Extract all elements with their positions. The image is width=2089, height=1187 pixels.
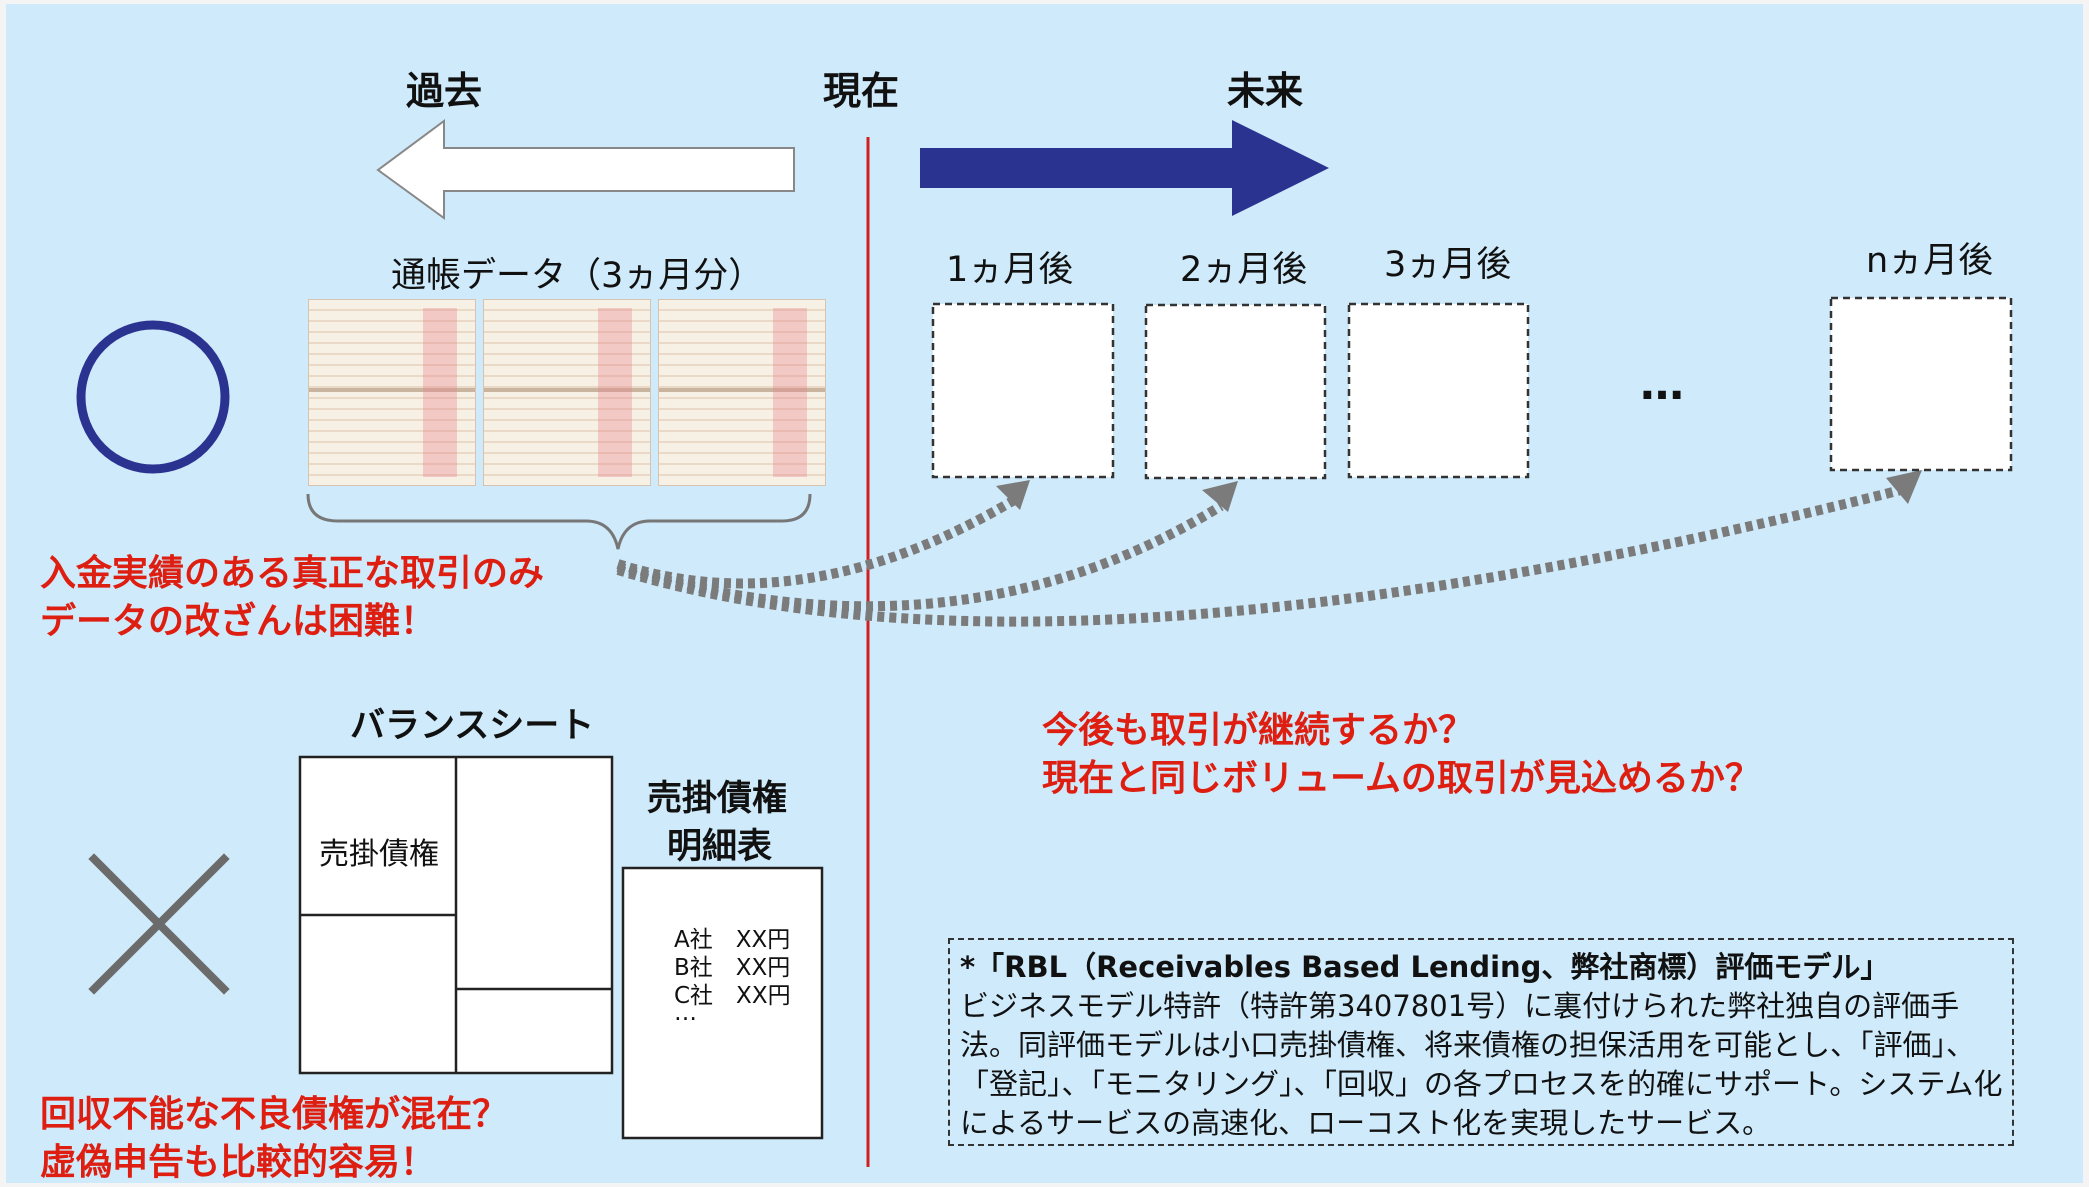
circle-mark-icon [76,320,230,474]
forecast-arrowhead-n [1886,470,1922,504]
future-ellipsis: … [1640,359,1684,410]
detail-title-line-2: 明細表 [667,827,773,867]
future-label: 未来 [1227,69,1304,113]
bad-note-line-1: 回収不能な不良債権が混在？ [40,1094,509,1135]
detail-line-b: B社 XX円 [674,955,791,981]
future-box-3 [1347,302,1530,479]
past-arrow [376,119,795,220]
balance-sheet-title: バランスシート [350,706,595,746]
forecast-arrowhead-1 [996,480,1030,510]
question-line-1: 今後も取引が継続するか？ [1042,710,1475,751]
bad-note-line-2: 虚偽申告も比較的容易！ [40,1142,437,1183]
month-label-2: 2ヵ月後 [1180,250,1308,290]
receivables-detail-sheet [621,866,824,1140]
future-arrow [920,120,1329,216]
passbook-page-3 [658,299,826,486]
detail-line-c: C社 XX円 [674,983,791,1009]
balance-sheet-receivables-cell: 売掛債権 [319,837,439,872]
month-label-3: 3ヵ月後 [1384,245,1512,285]
cross-mark-icon [88,853,230,995]
forecast-arrowhead-2 [1202,481,1238,512]
rbl-footnote-title: *「RBL（Receivables Based Lending、弊社商標）評価モ… [960,950,1890,984]
detail-line-a: A社 XX円 [674,927,791,953]
passbook-page-2 [483,299,651,486]
detail-line-more: … [674,1000,697,1026]
rbl-footnote-body: ビジネスモデル特許（特許第3407801号）に裏付けられた弊社独自の評価手法。同… [960,989,2003,1140]
passbook-data-label: 通帳データ（3ヵ月分） [391,256,764,296]
diagram-canvas: 過去 現在 未来 通帳データ（3ヵ月分） 1ヵ月後 2ヵ月後 3ヵ月後 nヵ月後… [6,4,2083,1183]
month-label-n: nヵ月後 [1866,241,1994,281]
past-label: 過去 [406,69,483,113]
good-note-line-1: 入金実績のある真正な取引のみ [40,553,545,594]
forecast-arrow-1 [616,494,1019,589]
diagram-graphics [76,119,2013,1167]
good-note-line-2: データの改ざんは困難！ [40,601,437,642]
passbook-brace [306,493,812,550]
rbl-footnote-box: *「RBL（Receivables Based Lending、弊社商標）評価モ… [948,938,2014,1146]
present-label: 現在 [823,69,900,113]
month-label-1: 1ヵ月後 [946,250,1074,290]
future-box-n [1829,296,2013,472]
future-box-2 [1144,303,1327,480]
future-box-1 [931,302,1115,479]
detail-title-line-1: 売掛債権 [647,779,788,819]
forecast-arrow-n [616,485,1903,627]
balance-sheet-diagram [298,755,614,1075]
question-line-2: 現在と同じボリュームの取引が見込めるか？ [1042,758,1761,799]
passbook-page-1 [308,299,476,486]
